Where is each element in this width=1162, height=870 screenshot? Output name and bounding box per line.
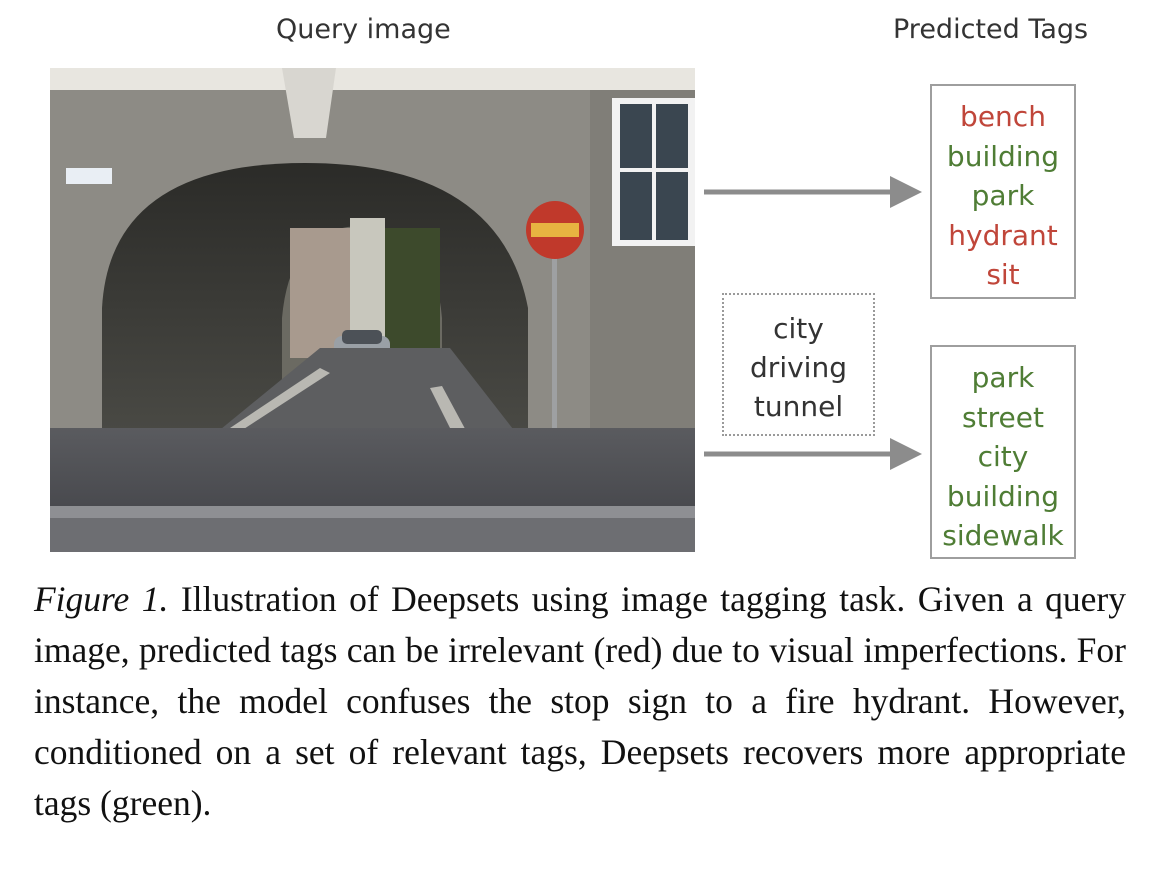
recovered-tags-box: park street city building sidewalk (930, 345, 1076, 559)
predicted-tag: sit (986, 258, 1020, 291)
condition-tags-box: city driving tunnel (722, 293, 875, 436)
figure-label: Figure 1. (34, 579, 169, 619)
caption-text: Illustration of Deepsets using image tag… (34, 579, 1126, 823)
predicted-tags-label: Predicted Tags (893, 14, 1089, 45)
condition-tag: tunnel (753, 390, 844, 423)
condition-tag: city (773, 312, 824, 345)
recovered-tag: city (977, 440, 1029, 473)
figure-caption: Figure 1. Illustration of Deepsets using… (34, 574, 1126, 829)
recovered-tag: sidewalk (942, 519, 1064, 552)
predicted-tag: building (946, 139, 1060, 173)
query-photo (50, 68, 695, 552)
predicted-tags-box: bench building park hydrant sit (930, 84, 1076, 299)
arrow-to-predicted (704, 176, 922, 208)
predicted-tag: hydrant (948, 218, 1058, 252)
arrow-to-recovered (704, 438, 922, 470)
recovered-tag: park (971, 361, 1035, 394)
query-image-label: Query image (276, 14, 451, 45)
recovered-tag: building (946, 479, 1060, 513)
predicted-tag: park (971, 179, 1035, 212)
condition-tag: driving (750, 351, 847, 384)
predicted-tag: bench (960, 100, 1046, 133)
recovered-tag: street (962, 400, 1044, 434)
